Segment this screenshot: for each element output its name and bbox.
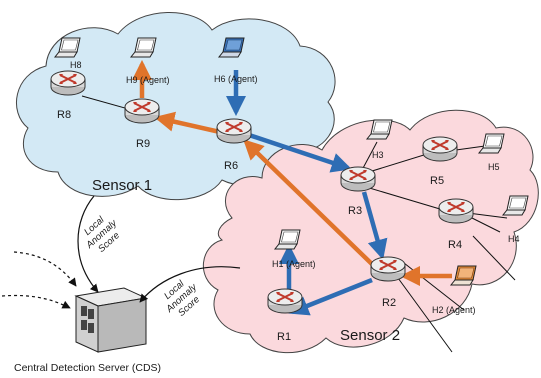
- router-r2: [370, 256, 406, 282]
- router-r4: [438, 198, 474, 224]
- cds-server-icon: [74, 287, 148, 353]
- label-h2: H2 (Agent): [432, 305, 476, 315]
- label-r2: R2: [382, 297, 396, 309]
- label-h6: H6 (Agent): [214, 74, 258, 84]
- router-r8: [50, 70, 86, 96]
- label-r9: R9: [136, 138, 150, 150]
- label-r3: R3: [348, 205, 362, 217]
- label-h5: H5: [488, 162, 500, 172]
- label-r8: R8: [57, 109, 71, 121]
- blue-flow-arrows: [225, 70, 388, 316]
- label-h9: H9 (Agent): [126, 75, 170, 85]
- score-arrows: [1, 195, 241, 309]
- orange-flow-arrows: [131, 59, 452, 287]
- router-r1: [267, 288, 303, 314]
- label-r6: R6: [224, 160, 238, 172]
- label-h8: H8: [70, 60, 82, 70]
- score-label-sensor1: Local Anomaly Score: [82, 214, 122, 255]
- label-r1: R1: [277, 331, 291, 343]
- label-r5: R5: [430, 175, 444, 187]
- label-h1: H1 (Agent): [272, 259, 316, 269]
- router-r5: [422, 136, 458, 162]
- label-h3: H3: [372, 150, 384, 160]
- label-r4: R4: [448, 239, 462, 251]
- router-r9: [124, 98, 160, 124]
- sensor1-label: Sensor 1: [92, 177, 152, 194]
- label-h4: H4: [508, 234, 520, 244]
- cds-label: Central Detection Server (CDS): [14, 362, 161, 374]
- score-label-sensor2: Local Anomaly Score: [162, 278, 202, 319]
- router-r6: [216, 118, 252, 144]
- sensor2-label: Sensor 2: [340, 327, 400, 344]
- router-r3: [340, 166, 376, 192]
